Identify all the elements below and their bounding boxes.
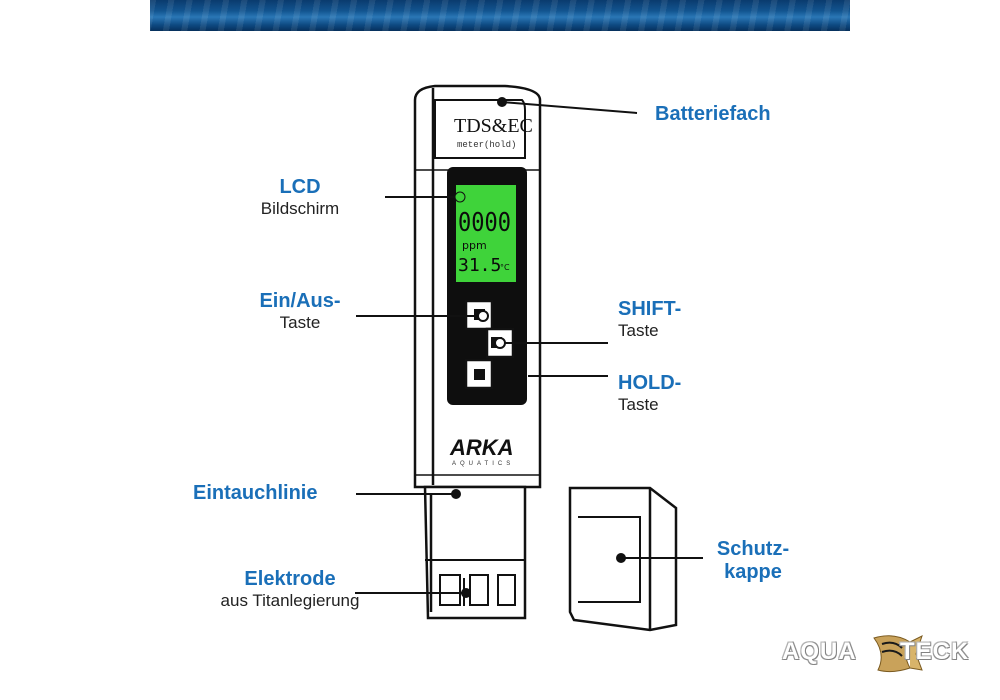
lcd-value: 0000 (458, 208, 511, 238)
hold-button[interactable] (464, 358, 494, 390)
label-elektrode-title: Elektrode (244, 568, 336, 590)
aquateck-logo: AQUA TECK (782, 630, 982, 680)
label-shift-sub: Taste (618, 321, 659, 340)
label-lcd-title: LCD (279, 176, 321, 198)
label-schutzkappe: Schutz- kappe (708, 538, 798, 584)
label-ein-aus-title: Ein/Aus- (259, 290, 341, 312)
label-lcd: LCD Bildschirm (250, 176, 350, 219)
water-banner (150, 0, 850, 31)
label-hold-sub: Taste (618, 395, 659, 414)
lcd-temp: 31.5 (458, 255, 501, 276)
label-schutzkappe-line2: kappe (724, 561, 782, 583)
lcd-screen (456, 185, 516, 282)
brand-logo: ARKA (449, 435, 514, 460)
fish-icon (873, 635, 923, 673)
label-shift-title: SHIFT- (618, 298, 682, 320)
label-eintauchlinie: Eintauchlinie (193, 482, 318, 504)
callout-dots (451, 97, 626, 598)
lcd-unit: ppm (462, 239, 487, 252)
label-hold: HOLD- Taste (618, 372, 681, 415)
label-ein-aus: Ein/Aus- Taste (245, 290, 355, 333)
label-lcd-sub: Bildschirm (260, 199, 340, 218)
brand-sub: AQUATICS (452, 461, 514, 467)
label-hold-title: HOLD- (618, 372, 682, 394)
device-title: TDS&EC (454, 115, 533, 137)
label-schutzkappe-line1: Schutz- (716, 538, 790, 560)
device-subtitle: meter(hold) (457, 140, 516, 150)
logo-aqua: AQUA (782, 638, 857, 665)
callout-lines (355, 101, 703, 594)
label-ein-aus-sub: Taste (279, 313, 321, 332)
label-elektrode-sub: aus Titanlegierung (220, 591, 360, 610)
label-shift: SHIFT- Taste (618, 298, 681, 341)
label-elektrode: Elektrode aus Titanlegierung (205, 568, 375, 611)
lcd-temp-unit: °C (500, 263, 510, 272)
electrode-housing (423, 485, 527, 620)
logo-teck: TECK (900, 638, 970, 665)
label-batteriefach: Batteriefach (655, 103, 771, 125)
